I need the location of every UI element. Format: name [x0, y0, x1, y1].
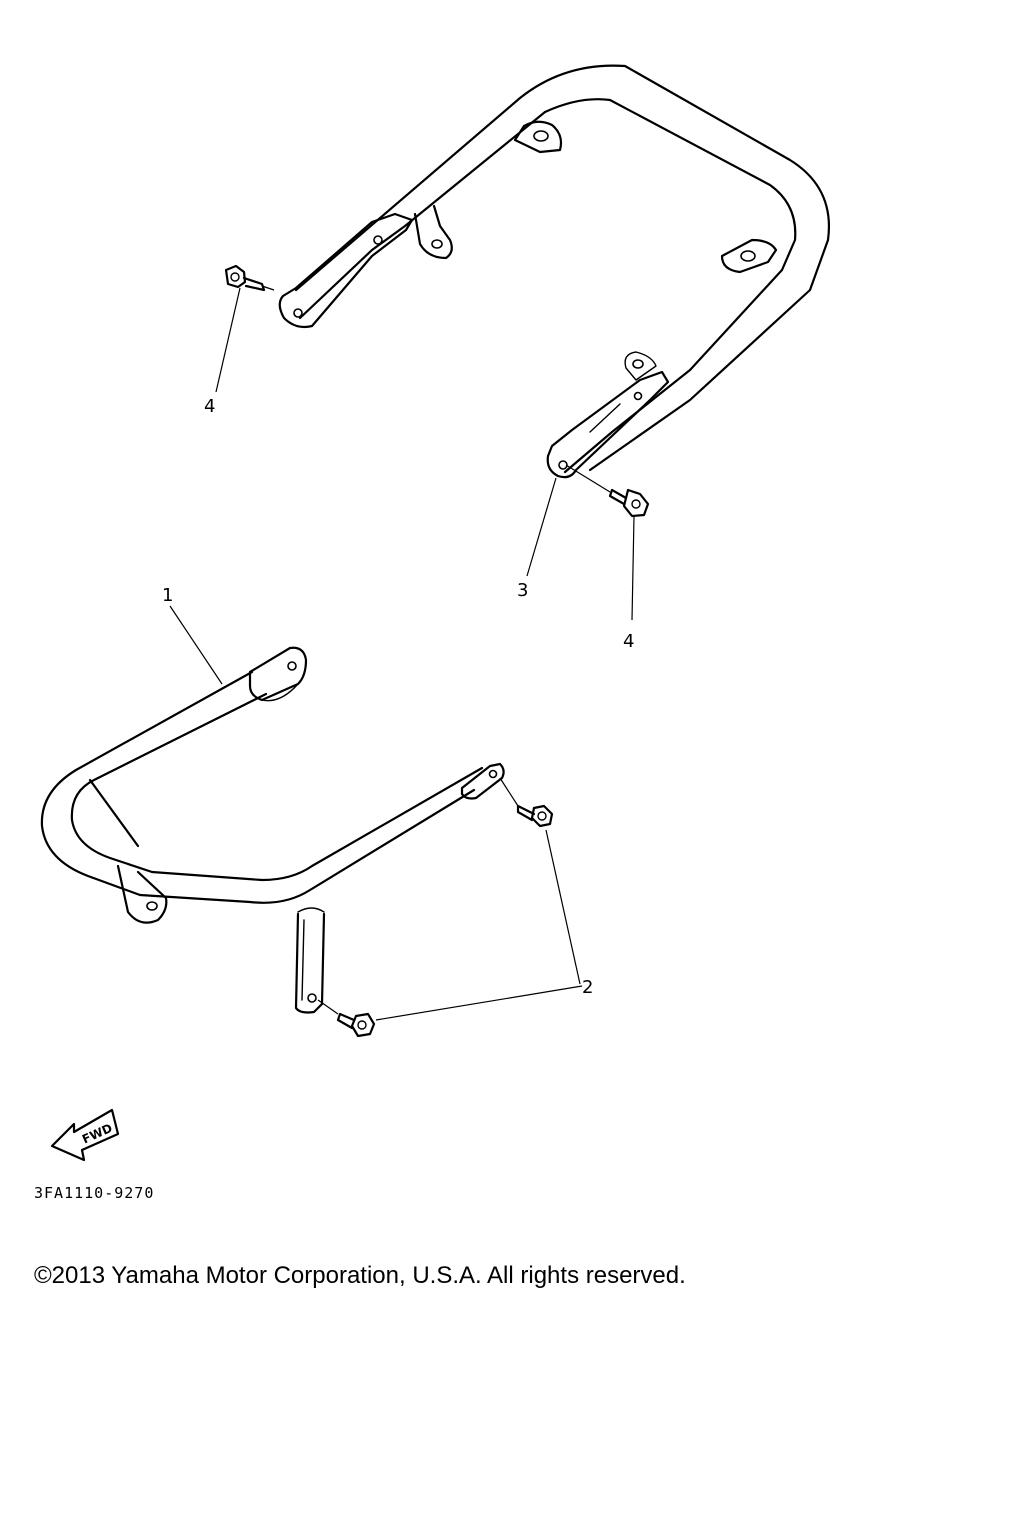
forward-arrow-icon: FWD [50, 1108, 120, 1162]
mount-hole [633, 391, 643, 401]
mount-hole [488, 769, 498, 779]
callout-part-3: 3 [517, 580, 528, 601]
callout-part-2: 2 [582, 977, 593, 998]
callout-part-4-lower: 4 [623, 631, 634, 652]
tab-hole [533, 130, 549, 142]
callout-part-1: 1 [162, 585, 173, 606]
copyright-notice: ©2013 Yamaha Motor Corporation, U.S.A. A… [34, 1262, 686, 1289]
bolt-icon [608, 488, 650, 518]
tab-hole [632, 359, 644, 369]
bolt-icon [336, 1012, 376, 1038]
callout-part-4-upper: 4 [204, 396, 215, 417]
tab-hole [431, 239, 443, 249]
mount-hole [558, 460, 568, 470]
mount-hole [307, 993, 317, 1003]
bolt-icon [516, 804, 554, 828]
mount-hole [373, 235, 383, 245]
diagram-code: 3FA1110-9270 [34, 1184, 154, 1202]
front-guard-bar [40, 646, 505, 1014]
bolt-icon [224, 264, 266, 292]
mount-hole [293, 308, 303, 318]
mount-hole [287, 661, 297, 671]
tab-hole [146, 901, 158, 911]
tab-hole [740, 250, 756, 262]
rear-grab-bar [278, 64, 830, 479]
